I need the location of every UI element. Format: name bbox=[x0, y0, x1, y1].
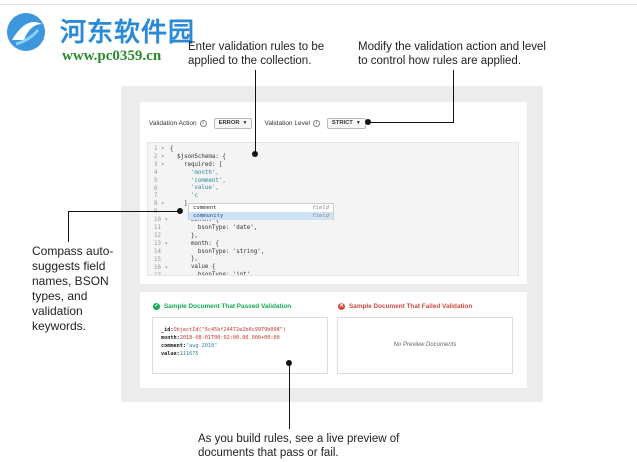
autocomplete-item[interactable]: comment field bbox=[189, 204, 333, 212]
code-line: bsonType: 'string', bbox=[170, 248, 265, 255]
autocomplete-item-name: community bbox=[193, 213, 224, 219]
doc-key: value: bbox=[161, 351, 180, 357]
code-line: ], bbox=[170, 201, 191, 208]
code-line: }, bbox=[170, 256, 198, 263]
autocomplete-item-type: field bbox=[312, 205, 329, 211]
line-number: 14 bbox=[154, 248, 161, 255]
line-number: 3 ▾ bbox=[154, 161, 165, 168]
watermark-logo-icon bbox=[7, 13, 45, 51]
line-number: 7 bbox=[154, 193, 158, 200]
code-line: $jsonSchema: { bbox=[170, 153, 226, 160]
doc-value: 111675 bbox=[179, 351, 199, 357]
line-number: 9 bbox=[154, 209, 158, 216]
callout-rules: Enter validation rules to be applied to … bbox=[188, 41, 325, 67]
line-number: 12 bbox=[154, 232, 161, 239]
validation-action-dropdown[interactable]: ERROR ▼ bbox=[213, 117, 253, 129]
autocomplete-popup: comment field community field bbox=[188, 203, 334, 220]
doc-key: comment: bbox=[161, 343, 186, 349]
code-line: required: [ bbox=[170, 161, 223, 168]
line-number: 11 bbox=[154, 225, 161, 232]
doc-value: ObjectId("5c45bf24472e2b0c9979b098") bbox=[173, 327, 286, 333]
doc-key: month: bbox=[161, 335, 180, 341]
code-line: 'value', bbox=[170, 185, 219, 192]
autocomplete-item[interactable]: community field bbox=[189, 212, 333, 220]
leader-line-preview bbox=[289, 363, 290, 429]
passed-document: _id:ObjectId("5c45bf24472e2b0c9979b098")… bbox=[161, 326, 286, 358]
info-icon[interactable]: i bbox=[199, 119, 207, 127]
leader-line-rules bbox=[255, 70, 256, 156]
autocomplete-item-type: field bbox=[312, 213, 329, 219]
code-line: 'comment', bbox=[170, 177, 226, 184]
doc-key: _id: bbox=[161, 327, 174, 333]
validation-action-value: ERROR bbox=[218, 120, 240, 126]
line-number: 6 bbox=[154, 185, 158, 192]
doc-value: 2018-08-01T00:02:00.00.000+00:00 bbox=[179, 335, 280, 341]
line-number: 13 ▾ bbox=[154, 240, 168, 247]
code-line: 'month', bbox=[170, 169, 219, 176]
line-number: 17 bbox=[154, 272, 161, 276]
line-number: 5 bbox=[154, 177, 158, 184]
code-line: 'c bbox=[170, 193, 198, 200]
code-line: month: { bbox=[170, 217, 219, 224]
callout-autosuggest: Compass auto-suggests field names, BSON … bbox=[32, 244, 114, 333]
leader-dot bbox=[177, 208, 183, 214]
validation-level-label: Validation Level bbox=[264, 119, 310, 127]
info-icon[interactable]: i bbox=[312, 119, 320, 127]
passed-document-box: _id:ObjectId("5c45bf24472e2b0c9979b098")… bbox=[152, 317, 328, 374]
passed-title: Sample Document That Passed Validation bbox=[164, 303, 292, 310]
chevron-down-icon: ▼ bbox=[355, 120, 361, 126]
leader-line-autosuggest bbox=[68, 211, 69, 242]
line-number: 15 bbox=[154, 256, 161, 263]
code-line: bsonType: 'int' bbox=[170, 272, 251, 276]
validation-level-dropdown[interactable]: STRICT ▼ bbox=[326, 117, 366, 129]
x-circle-icon: ✕ bbox=[338, 303, 345, 310]
watermark-url: www.pc0359.cn bbox=[62, 48, 162, 64]
code-line: month: { bbox=[170, 240, 219, 247]
validation-toolbar: Validation Action i ERROR ▼ Validation L… bbox=[149, 116, 378, 130]
leader-line-autosuggest bbox=[68, 211, 180, 212]
line-number: 10 ▾ bbox=[154, 217, 168, 224]
watermark-title: 河东软件园 bbox=[60, 18, 196, 48]
line-number: 2 ▾ bbox=[154, 153, 165, 160]
leader-line-action-level bbox=[368, 122, 454, 123]
leader-dot bbox=[286, 360, 292, 366]
no-preview-text: No Preview Documents bbox=[393, 342, 457, 348]
line-number: 8 ▾ bbox=[154, 201, 165, 208]
validation-action-label: Validation Action bbox=[149, 119, 197, 127]
line-number: 16 ▾ bbox=[154, 264, 168, 271]
rules-code[interactable]: { $jsonSchema: { required: [ 'month', 'c… bbox=[170, 146, 265, 276]
callout-preview: As you build rules, see a live preview o… bbox=[198, 433, 400, 459]
autocomplete-item-name: comment bbox=[193, 205, 217, 211]
code-line: value { bbox=[170, 264, 216, 271]
code-line: }, bbox=[170, 232, 198, 239]
leader-dot bbox=[365, 119, 371, 125]
code-line: { bbox=[170, 146, 174, 152]
passed-header: ✓ Sample Document That Passed Validation bbox=[153, 303, 291, 310]
line-number: 1 ▾ bbox=[154, 146, 165, 152]
leader-line-action-level bbox=[453, 70, 454, 122]
doc-value: "aug 2018" bbox=[186, 343, 218, 349]
failed-header: ✕ Sample Document That Failed Validation bbox=[338, 303, 472, 310]
chevron-down-icon: ▼ bbox=[242, 120, 248, 126]
check-circle-icon: ✓ bbox=[153, 303, 160, 310]
callout-action-level: Modify the validation action and level t… bbox=[358, 41, 546, 67]
leader-dot bbox=[252, 151, 258, 157]
validation-level-value: STRICT bbox=[331, 120, 353, 126]
failed-title: Sample Document That Failed Validation bbox=[349, 303, 473, 310]
failed-document-box: No Preview Documents bbox=[337, 317, 513, 374]
line-number: 4 bbox=[154, 169, 158, 176]
top-divider bbox=[0, 4, 637, 5]
code-line: bsonType: 'date', bbox=[170, 224, 258, 231]
